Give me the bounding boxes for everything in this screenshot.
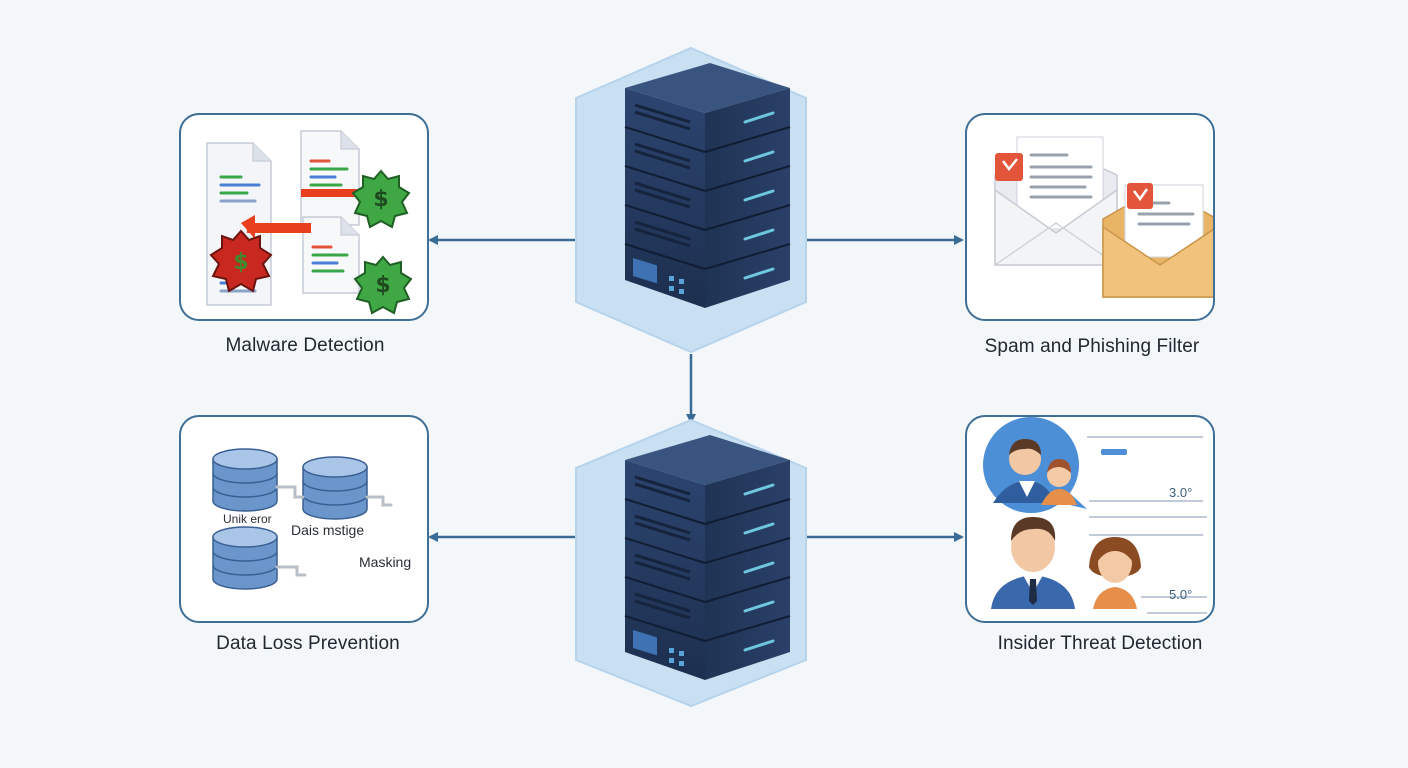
malware-detection-card[interactable]: $ $ $ [179, 113, 429, 321]
person-avatar-icon [993, 439, 1055, 503]
insider-threat-detection-card[interactable]: 3.0° 5.0° [965, 415, 1215, 623]
activity-highlight [1101, 449, 1127, 455]
server-hub-bottom [575, 418, 807, 708]
flag-icon [1127, 183, 1153, 209]
pipe-connectors [275, 485, 393, 577]
dlp-inner-label-3: Masking [359, 554, 412, 570]
dlp-inner-label-2: Dais mstige [291, 522, 365, 538]
spam-phishing-filter-label: Spam and Phishing Filter [984, 336, 1200, 357]
dlp-inner-label-1: Unik eror [223, 512, 272, 526]
threat-highlight-bar [301, 189, 361, 197]
database-icon [212, 448, 278, 512]
envelope-icon [994, 136, 1118, 266]
insider-value-1: 3.0° [1169, 485, 1193, 500]
dollar-seal-icon: $ [351, 169, 411, 229]
spam-phishing-filter-card[interactable] [965, 113, 1215, 321]
person-avatar-icon [1089, 537, 1141, 609]
data-loss-prevention-label: Data Loss Prevention [216, 633, 400, 654]
data-loss-prevention-card[interactable]: Unik eror Dais mstige Masking [179, 415, 429, 623]
document-icon [302, 216, 360, 294]
flag-icon [995, 153, 1023, 181]
insider-illustration [983, 417, 1207, 614]
document-icon [300, 130, 360, 226]
dollar-seal-icon: $ [209, 229, 273, 293]
threat-highlight-bar [247, 223, 311, 233]
activity-lines [1087, 436, 1207, 614]
svg-text:$: $ [233, 250, 248, 275]
svg-text:$: $ [373, 187, 388, 212]
threat-highlight-arrow [241, 215, 255, 239]
server-rack-icon [623, 433, 792, 682]
dollar-seal-icon: $ [353, 255, 413, 315]
server-hub-top [575, 46, 807, 354]
person-avatar-icon [991, 517, 1075, 609]
dlp-illustration [212, 448, 393, 590]
database-icon [302, 456, 368, 520]
malware-detection-label: Malware Detection [225, 335, 385, 356]
insider-threat-detection-label: Insider Threat Detection [997, 633, 1203, 654]
spam-illustration [994, 136, 1213, 298]
malware-illustration: $ $ $ [206, 130, 413, 315]
person-avatar-icon [1041, 459, 1077, 505]
svg-text:$: $ [375, 273, 390, 298]
envelope-icon [1102, 184, 1213, 298]
server-rack-icon [623, 61, 792, 310]
database-icon [212, 526, 278, 590]
insider-value-2: 5.0° [1169, 587, 1193, 602]
